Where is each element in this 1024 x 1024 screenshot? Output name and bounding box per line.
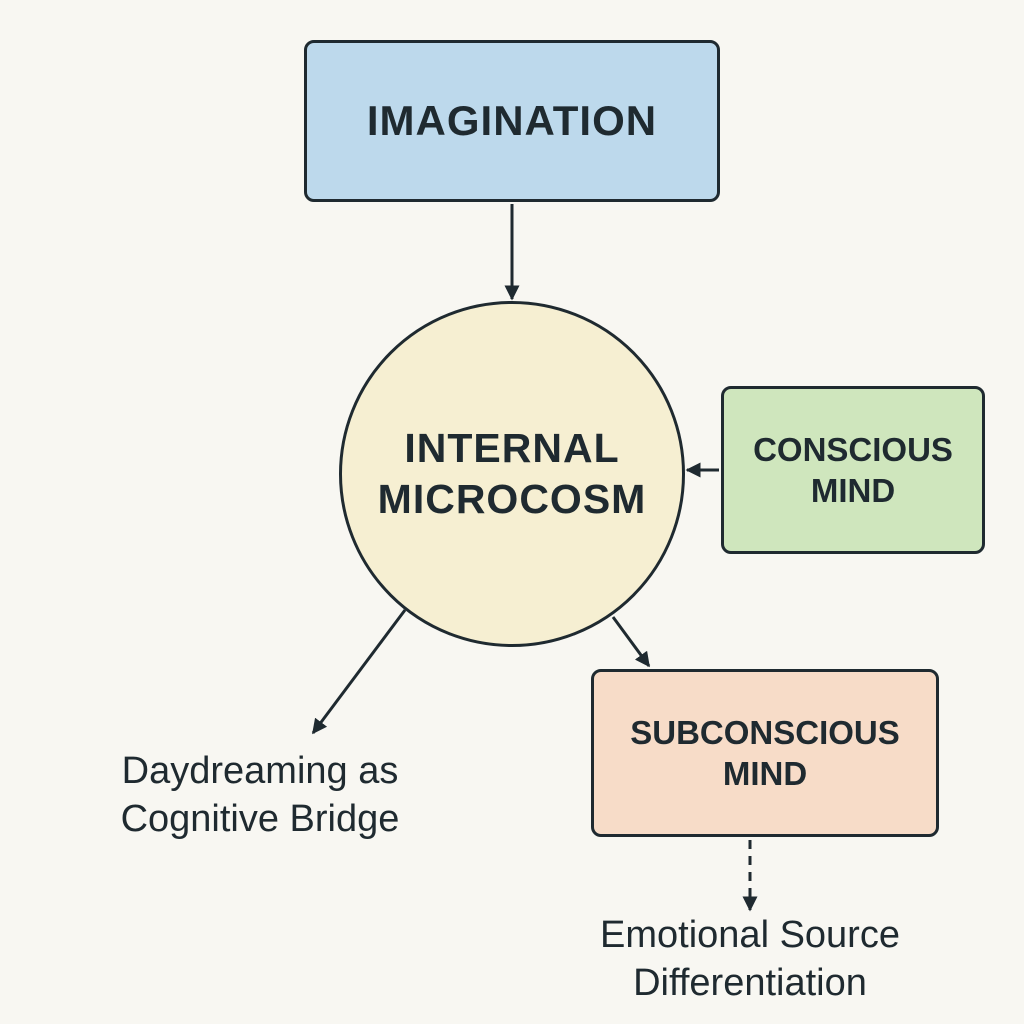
internal-microcosm-label: INTERNAL MICROCOSM (377, 424, 647, 522)
daydreaming-label: Daydreaming as Cognitive Bridge (120, 750, 400, 840)
imagination-node: IMAGINATION (304, 40, 720, 202)
subconscious-mind-node: SUBCONSCIOUS MIND (591, 669, 939, 837)
subconscious-mind-label: SUBCONSCIOUS MIND (630, 713, 900, 792)
conscious-mind-label: CONSCIOUS MIND (753, 430, 953, 509)
internal-microcosm-node: INTERNAL MICROCOSM (339, 301, 685, 647)
arrow-microcosm-to-daydreaming (311, 609, 407, 735)
imagination-label: IMAGINATION (366, 96, 658, 144)
conscious-mind-node: CONSCIOUS MIND (721, 386, 985, 554)
emotional-source-label: Emotional Source Differentiation (600, 914, 900, 1004)
arrow-microcosm-to-subconscious (611, 616, 651, 668)
